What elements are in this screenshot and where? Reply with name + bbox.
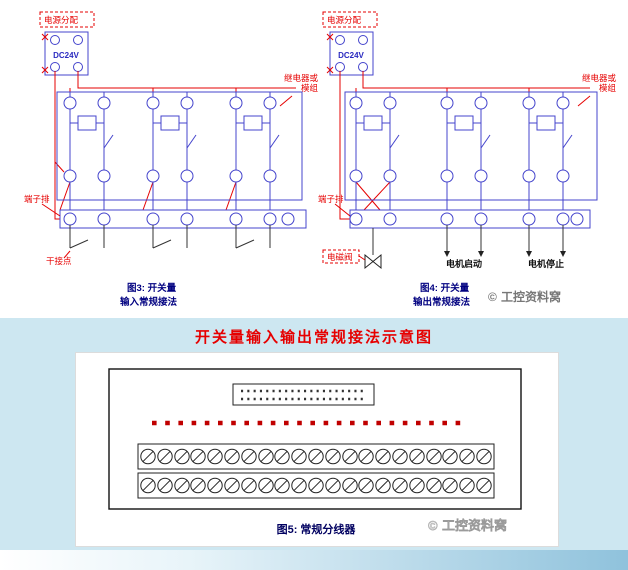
relay-module-label: 继电器或 模组 bbox=[279, 73, 319, 107]
motor-start-branch: 电机启动 bbox=[444, 225, 484, 269]
terminal-strip-label: 端子排 bbox=[318, 194, 351, 217]
relay-label-line1: 继电器或 bbox=[284, 73, 319, 83]
dry-contact-label: 干接点 bbox=[46, 250, 72, 266]
bottom-gradient-strip bbox=[0, 550, 628, 570]
watermark-bottom: © 工控资料窝 bbox=[428, 518, 507, 533]
breakout-section: 开关量输入输出常规接法示意图 bbox=[0, 318, 628, 570]
figure3-caption-line2: 输入常规接法 bbox=[120, 296, 178, 308]
supply-terminal bbox=[335, 35, 345, 45]
watermark-top: © 工控资料窝 bbox=[488, 289, 561, 304]
relay-label-line2: 模组 bbox=[599, 83, 617, 93]
power-distribution-box: 电源分配 bbox=[322, 11, 378, 28]
valve-icon bbox=[364, 253, 374, 270]
power-wiring bbox=[54, 71, 296, 220]
relay-group bbox=[350, 92, 399, 210]
figure4-caption-line2: 输出常规接法 bbox=[413, 296, 471, 308]
section-title: 开关量输入输出常规接法示意图 bbox=[194, 329, 433, 346]
board-outline bbox=[108, 368, 522, 510]
supply-terminal bbox=[50, 62, 60, 72]
relay-group bbox=[64, 92, 113, 210]
valve-icon bbox=[372, 253, 382, 270]
supply-terminal bbox=[358, 62, 368, 72]
supply-terminal bbox=[50, 35, 60, 45]
relay-module-label: 继电器或 模组 bbox=[577, 73, 617, 107]
screw-terminal-row-2 bbox=[137, 472, 495, 499]
relay-label-line2: 模组 bbox=[301, 83, 319, 93]
dry-contact-text: 干接点 bbox=[46, 256, 72, 266]
breakout-diagram: 图5: 常规分线器 © 工控资料窝 bbox=[108, 368, 522, 536]
figure5-caption: 图5: 常规分线器 bbox=[277, 522, 357, 536]
motor-stop-label: 电机停止 bbox=[528, 258, 564, 269]
figure3-caption-line1: 图3: 开关量 bbox=[127, 282, 177, 294]
motor-start-label: 电机启动 bbox=[446, 258, 482, 269]
supply-terminal bbox=[335, 62, 345, 72]
motor-stop-branch: 电机停止 bbox=[526, 225, 566, 269]
watermark-symbol: © bbox=[488, 290, 497, 304]
supply-voltage-label: DC24V bbox=[338, 51, 364, 60]
terminal-strip bbox=[349, 209, 591, 229]
power-distribution-label: 电源分配 bbox=[44, 15, 79, 25]
terminal-strip-text: 端子排 bbox=[318, 194, 344, 204]
screw-terminal-row-1 bbox=[137, 443, 495, 470]
dc24v-supply: DC24V bbox=[326, 31, 374, 76]
figure3-caption: 图3: 开关量 输入常规接法 bbox=[120, 282, 178, 308]
connector bbox=[232, 383, 375, 406]
dc24v-supply: DC24V bbox=[41, 31, 89, 76]
relay-group bbox=[523, 92, 572, 210]
terminal-strip bbox=[59, 209, 307, 229]
valve-label: 电磁阀 bbox=[327, 252, 353, 262]
supply-terminal bbox=[358, 35, 368, 45]
wiring-diagrams-section: 电源分配 DC24V bbox=[24, 11, 617, 308]
terminal-strip-text: 端子排 bbox=[24, 194, 50, 204]
watermark-symbol: © bbox=[428, 518, 438, 533]
watermark-text: 工控资料窝 bbox=[442, 518, 507, 533]
figure4-caption: 图4: 开关量 输出常规接法 bbox=[413, 282, 471, 308]
power-distribution-label: 电源分配 bbox=[327, 15, 362, 25]
watermark-text: 工控资料窝 bbox=[501, 289, 561, 304]
power-wiring bbox=[339, 71, 590, 220]
supply-terminal bbox=[73, 35, 83, 45]
relay-group bbox=[147, 92, 196, 210]
solenoid-valve: 电磁阀 bbox=[322, 228, 382, 270]
supply-terminal bbox=[73, 62, 83, 72]
figure4-caption-line1: 图4: 开关量 bbox=[420, 282, 470, 294]
relay-module-area bbox=[344, 91, 598, 210]
terminal-strip-label: 端子排 bbox=[24, 194, 61, 217]
breakout-panel: 图5: 常规分线器 © 工控资料窝 bbox=[75, 352, 559, 547]
supply-voltage-label: DC24V bbox=[53, 51, 79, 60]
relay-module-area bbox=[56, 91, 303, 210]
relay-group bbox=[230, 92, 279, 210]
relay-group bbox=[441, 92, 490, 210]
output-wiring-diagram: 电源分配 DC24V bbox=[318, 11, 617, 308]
relay-label-line1: 继电器或 bbox=[582, 73, 617, 83]
power-distribution-box: 电源分配 bbox=[39, 11, 95, 28]
input-wiring-diagram: 电源分配 DC24V bbox=[24, 11, 319, 308]
